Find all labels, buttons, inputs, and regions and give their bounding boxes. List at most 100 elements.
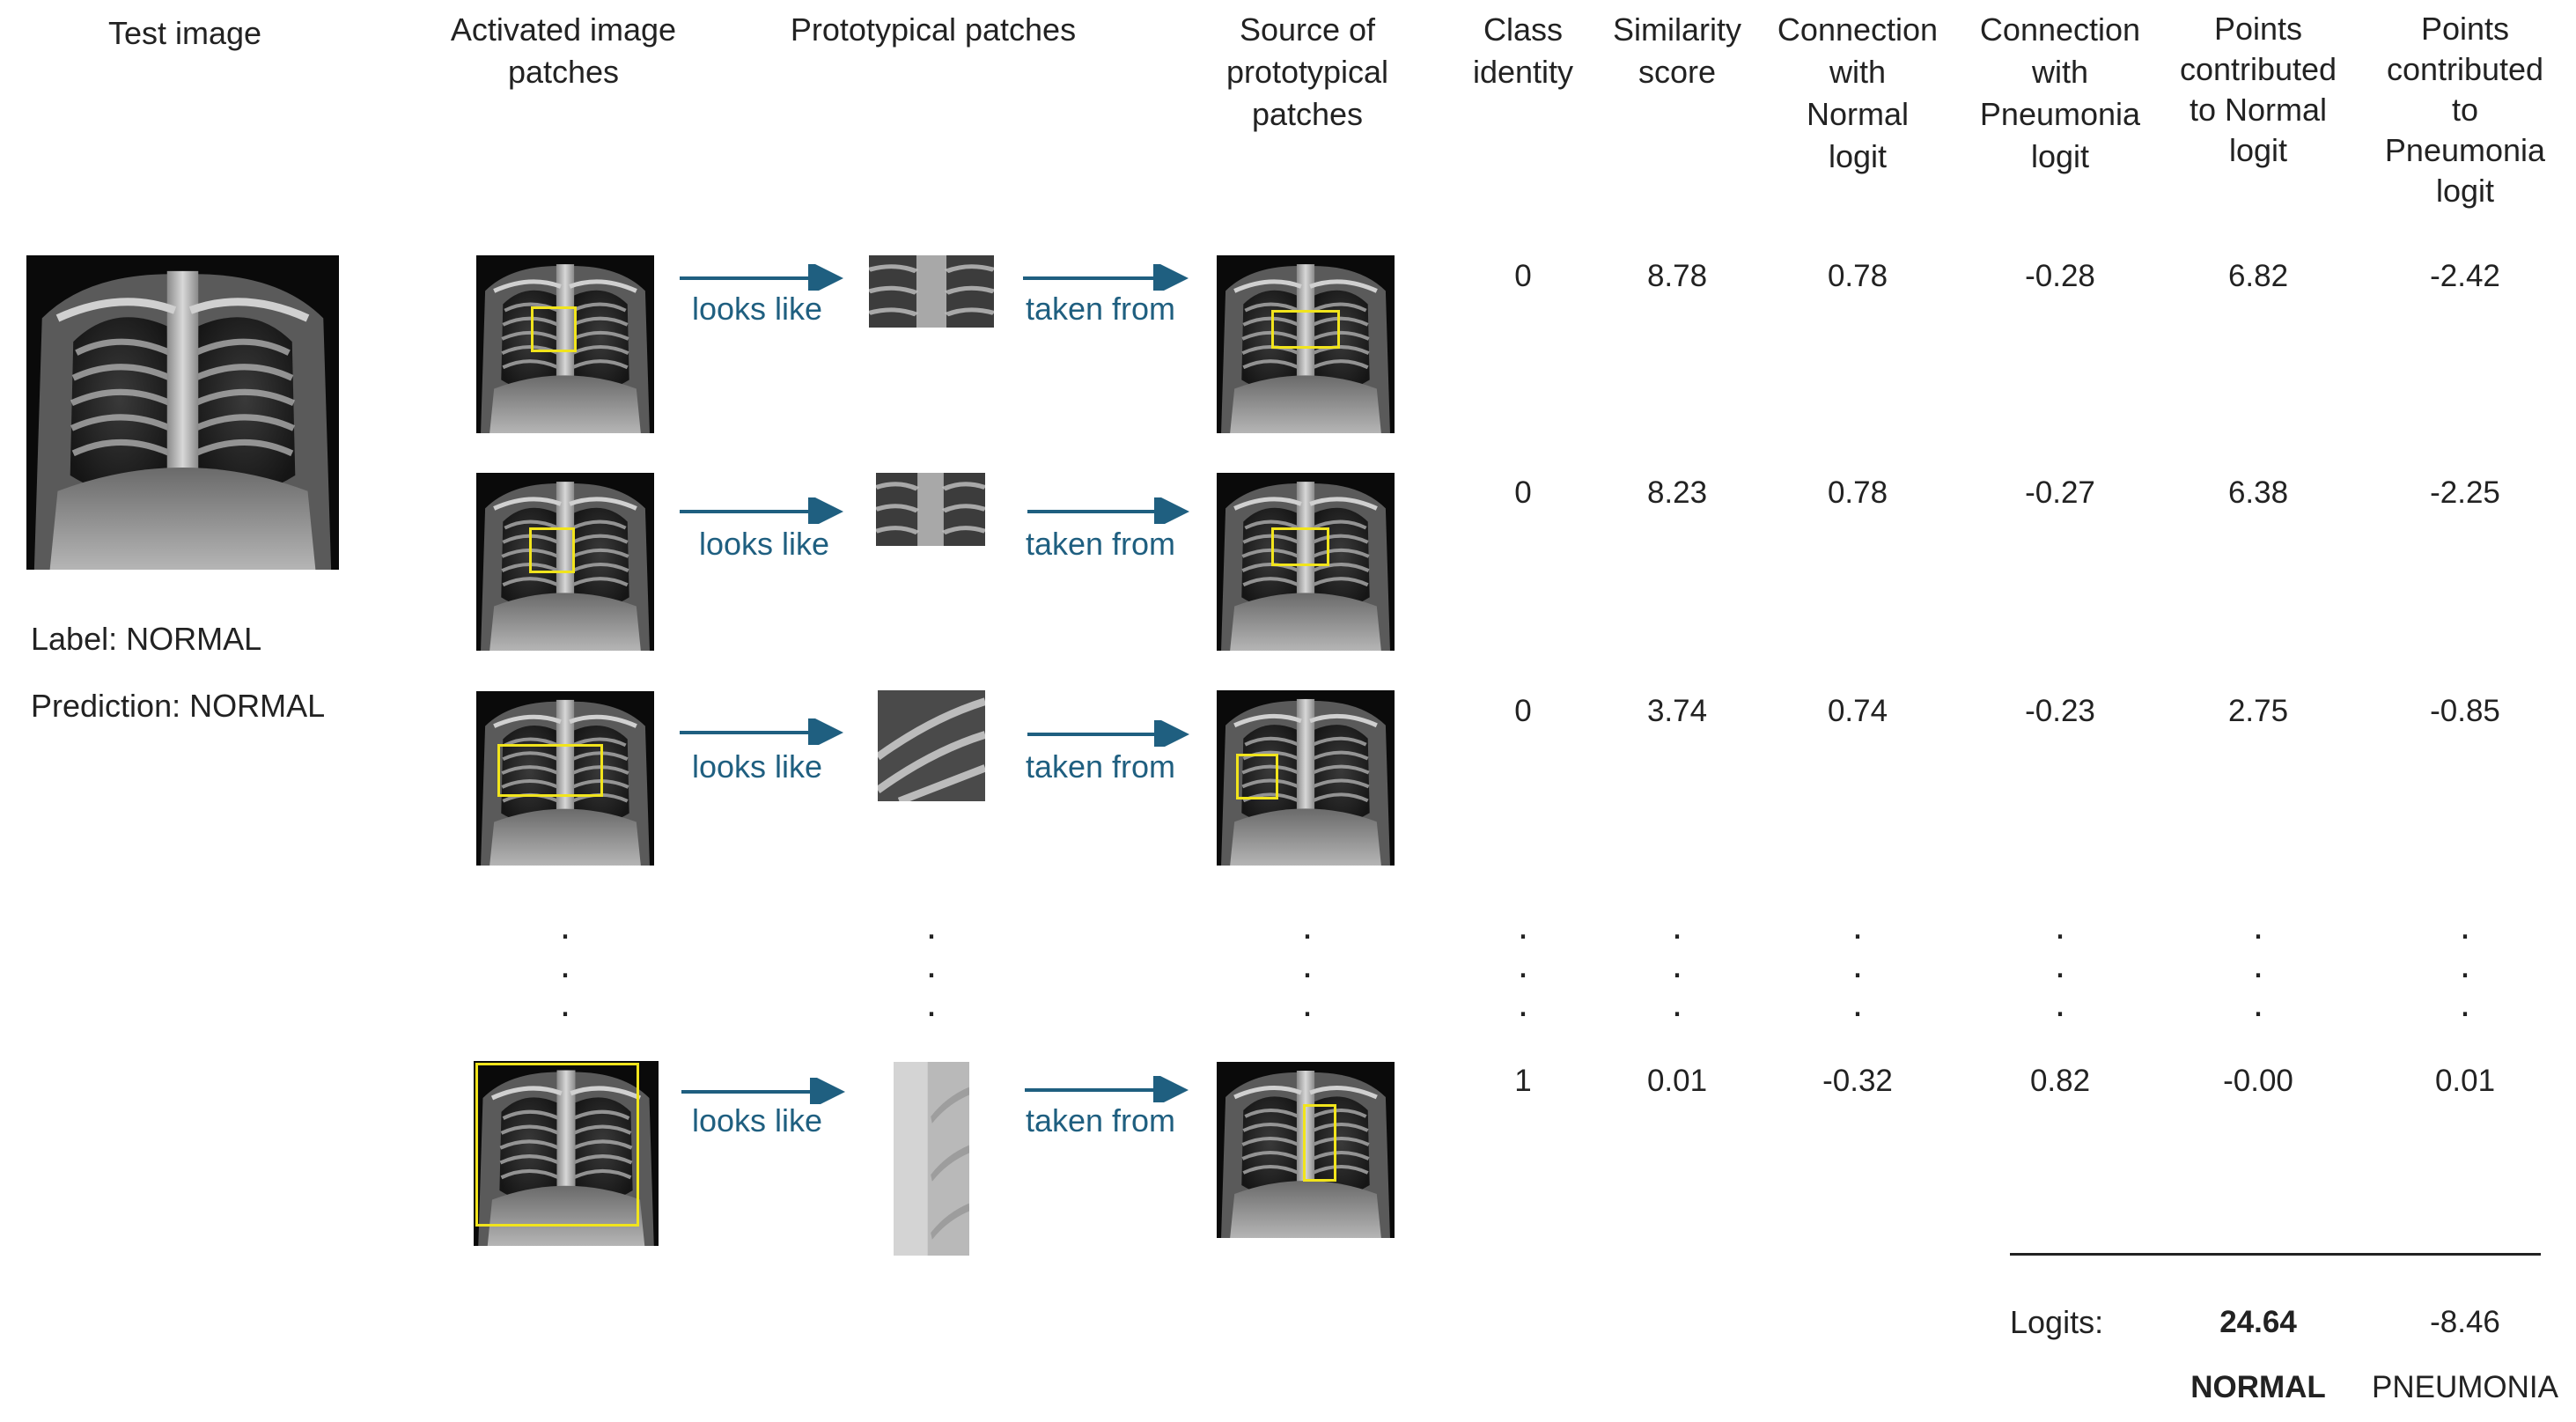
header-activated-patches: Activated image patches — [423, 9, 704, 93]
pts-pneumonia-value: 0.01 — [2434, 1064, 2496, 1098]
header-line: Normal — [1806, 96, 1909, 132]
class-identity-value: 1 — [1514, 1064, 1532, 1098]
looks-like-label: looks like — [698, 526, 830, 562]
header-line: to Normal — [2189, 92, 2328, 128]
activated-patch-image — [476, 255, 654, 433]
taken-from-arrow — [1027, 497, 1189, 524]
ellipsis-similarity: ... — [1671, 904, 1683, 1025]
looks-like-arrow — [680, 718, 843, 745]
activated-patch-image — [474, 1061, 659, 1246]
ellipsis-pts-pneumonia: ... — [2459, 904, 2471, 1025]
prototypical-patch — [869, 255, 994, 328]
source-image — [1217, 473, 1395, 651]
ellipsis-source: ... — [1301, 904, 1314, 1025]
normal-logit-total: 24.64 — [2219, 1305, 2297, 1339]
header-line: Activated image — [450, 11, 677, 48]
test-label: Label: NORMAL — [31, 621, 262, 657]
prototypical-patch — [878, 690, 985, 801]
header-line: with — [1829, 54, 1887, 90]
activated-patch-box — [529, 527, 575, 573]
class-identity-value: 0 — [1514, 475, 1532, 510]
conn-pneumonia-value: -0.28 — [2025, 259, 2095, 293]
pts-normal-value: 2.75 — [2227, 694, 2289, 728]
taken-from-label: taken from — [1025, 748, 1176, 785]
header-points-normal: Points contributed to Normal logit — [2157, 9, 2359, 171]
header-similarity-score: Similarity score — [1593, 9, 1761, 93]
similarity-value: 8.78 — [1646, 259, 1708, 293]
header-points-pneumonia: Points contributed to Pneumonia logit — [2364, 9, 2566, 211]
header-line: patches — [507, 54, 620, 90]
taken-from-arrow — [1025, 1076, 1189, 1102]
header-line: Source of — [1239, 11, 1376, 48]
conn-normal-value: 0.74 — [1827, 694, 1888, 728]
header-line: contributed — [2179, 51, 2337, 87]
similarity-value: 8.23 — [1646, 475, 1708, 510]
taken-from-label: taken from — [1025, 526, 1176, 562]
source-patch-box — [1271, 527, 1329, 566]
header-line: Pneumonia — [2384, 132, 2546, 168]
header-line: with — [2031, 54, 2089, 90]
header-line: contributed — [2386, 51, 2544, 87]
looks-like-arrow — [681, 1078, 845, 1104]
conn-pneumonia-value: -0.23 — [2025, 694, 2095, 728]
header-line: to — [2451, 92, 2479, 128]
header-line: logit — [2228, 132, 2288, 168]
source-image — [1217, 255, 1395, 433]
ellipsis-activated: ... — [559, 904, 571, 1025]
header-line: Similarity — [1612, 11, 1741, 48]
pts-normal-value: 6.38 — [2227, 475, 2289, 510]
ellipsis-conn-pneumonia: ... — [2054, 904, 2066, 1025]
pts-pneumonia-value: -0.85 — [2430, 694, 2500, 728]
header-source-patches: Source of prototypical patches — [1197, 9, 1417, 136]
header-line: logit — [2435, 173, 2495, 209]
class-identity-value: 0 — [1514, 259, 1532, 293]
pts-normal-value: 6.82 — [2227, 259, 2289, 293]
ellipsis-class: ... — [1517, 904, 1529, 1025]
header-line: Class — [1483, 11, 1564, 48]
source-patch-box — [1271, 310, 1340, 349]
logits-label: Logits: — [2010, 1304, 2104, 1340]
header-line: score — [1638, 54, 1717, 90]
test-prediction: Prediction: NORMAL — [31, 688, 326, 724]
header-class-identity: Class identity — [1444, 9, 1602, 93]
sum-divider-line — [2010, 1253, 2541, 1256]
looks-like-arrow — [680, 264, 843, 291]
pneumonia-logit-total: -8.46 — [2430, 1305, 2500, 1339]
conn-normal-value: -0.32 — [1822, 1064, 1893, 1098]
header-line: logit — [2030, 138, 2090, 174]
header-test-image: Test image — [107, 15, 262, 51]
activated-patch-image — [476, 691, 654, 866]
conn-pneumonia-value: 0.82 — [2029, 1064, 2091, 1098]
conn-normal-value: 0.78 — [1827, 259, 1888, 293]
source-image — [1217, 1062, 1395, 1238]
header-line: Points — [2420, 11, 2510, 47]
pneumonia-class-label: PNEUMONIA — [2372, 1370, 2558, 1404]
pts-pneumonia-value: -2.42 — [2430, 259, 2500, 293]
activated-patch-image — [476, 473, 654, 651]
activated-patch-box — [475, 1063, 639, 1227]
header-line: Points — [2213, 11, 2303, 47]
pts-pneumonia-value: -2.25 — [2430, 475, 2500, 510]
test-xray-image — [26, 255, 339, 570]
header-line: patches — [1251, 96, 1364, 132]
header-line: identity — [1472, 54, 1574, 90]
header-connection-pneumonia: Connection with Pneumonia logit — [1959, 9, 2161, 178]
looks-like-label: looks like — [691, 291, 823, 327]
header-line: Connection — [1777, 11, 1939, 48]
header-connection-normal: Connection with Normal logit — [1765, 9, 1950, 178]
prototypical-patch — [894, 1062, 969, 1256]
normal-class-label: NORMAL — [2190, 1370, 2326, 1404]
header-line: Pneumonia — [1979, 96, 2141, 132]
ellipsis-prototypical: ... — [925, 904, 938, 1025]
source-patch-box — [1303, 1104, 1336, 1182]
taken-from-label: taken from — [1025, 291, 1176, 327]
looks-like-arrow — [680, 497, 843, 524]
looks-like-label: looks like — [691, 1102, 823, 1138]
header-line: prototypical — [1225, 54, 1389, 90]
activated-patch-box — [531, 306, 577, 352]
ellipsis-conn-normal: ... — [1851, 904, 1864, 1025]
class-identity-value: 0 — [1514, 694, 1532, 728]
header-prototypical-patches: Prototypical patches — [790, 11, 1077, 48]
source-patch-box — [1236, 754, 1278, 799]
source-image — [1217, 690, 1395, 866]
